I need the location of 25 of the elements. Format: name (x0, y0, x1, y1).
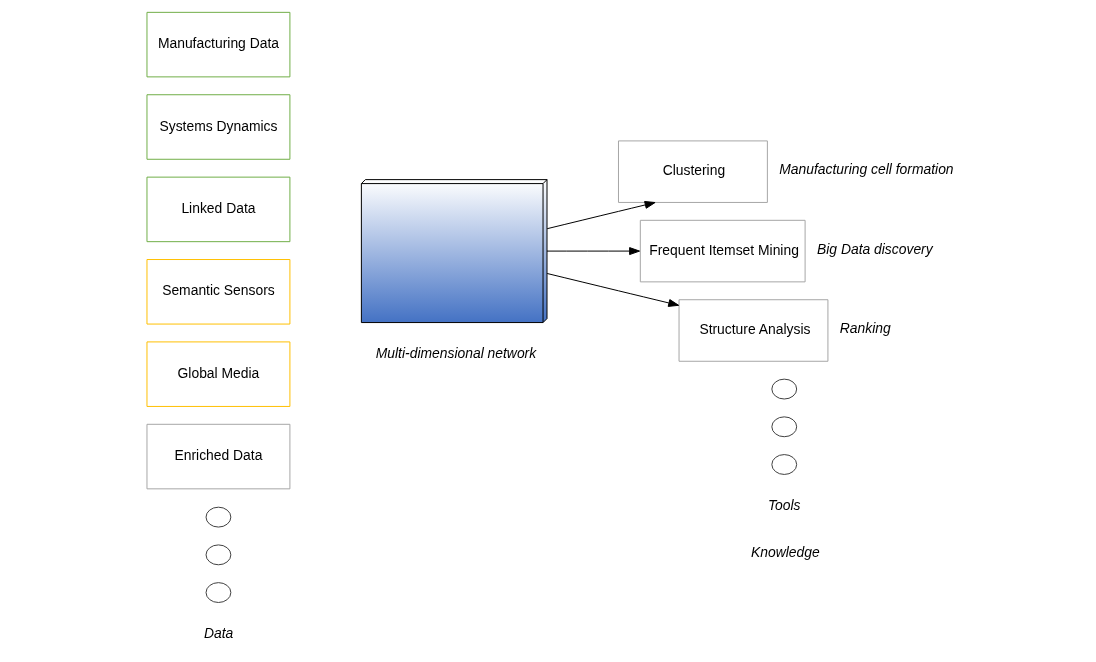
label: Knowledge (750, 543, 820, 560)
node-box: Structure Analysis (678, 299, 828, 362)
node-circle (770, 454, 797, 475)
node-circle (770, 378, 797, 400)
node-box: Frequent Itemset Mining (639, 219, 806, 283)
node-circle (205, 582, 231, 603)
node-label: Manufacturing cell formation (778, 161, 954, 178)
node-box: Manufacturing Data (145, 11, 290, 78)
node-box: Global Media (145, 341, 290, 407)
node-box: Enriched Data (145, 423, 290, 490)
node-box: Linked Data (145, 176, 290, 243)
node-label: Ranking (839, 320, 891, 337)
arrow (546, 201, 656, 230)
node-box: Semantic Sensors (145, 259, 290, 325)
node-box: Systems Dynamics (145, 94, 290, 160)
arrow (546, 247, 640, 256)
label: Data (203, 624, 233, 641)
node-circle (205, 544, 231, 566)
node-circle (205, 506, 231, 528)
node-box: Clustering (617, 140, 768, 203)
node-label: Big Data discovery (816, 240, 933, 257)
label: Tools (767, 496, 801, 513)
label: Multi-dimensional network (375, 345, 536, 361)
arrow (546, 273, 679, 307)
node-circle (770, 416, 797, 438)
